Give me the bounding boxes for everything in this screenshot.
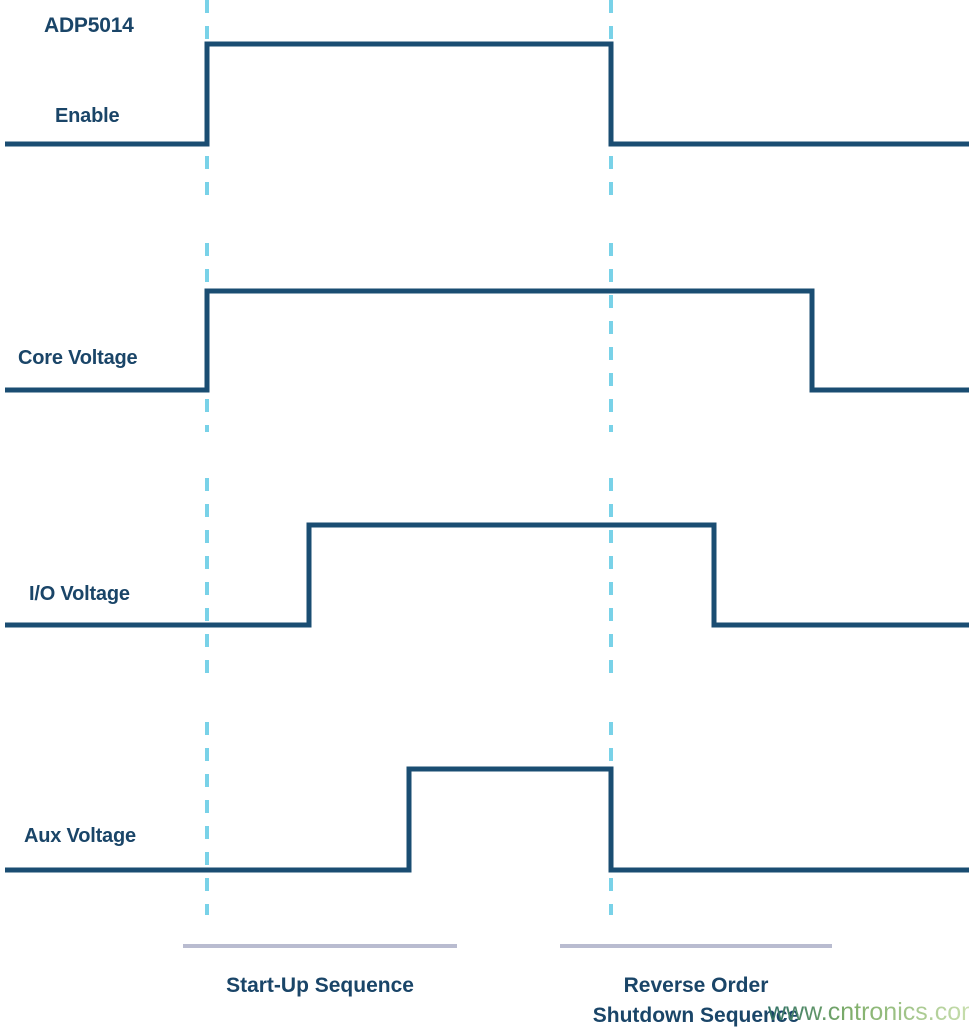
signal-label-core-voltage: Core Voltage — [18, 347, 138, 369]
signal-label-io-voltage: I/O Voltage — [29, 583, 130, 605]
waveform-traces-group — [5, 41, 969, 873]
signal-label-aux-voltage: Aux Voltage — [24, 825, 136, 847]
marker-lines-group — [205, 0, 613, 915]
page-title: ADP5014 — [44, 14, 134, 37]
sequence-caption-reverse-order-shutdown: Reverse Order Shutdown Sequence — [592, 974, 800, 1027]
signal-label-enable: Enable — [55, 105, 120, 127]
sequence-caption-start-up: Start-Up Sequence — [226, 974, 414, 997]
waveform-trace-enable — [5, 41, 969, 147]
watermark-text: www.cntronics.com — [768, 998, 969, 1027]
waveform-trace-aux-voltage — [5, 766, 969, 873]
waveform-trace-core-voltage — [5, 288, 969, 393]
waveform-trace-io-voltage — [5, 522, 969, 628]
